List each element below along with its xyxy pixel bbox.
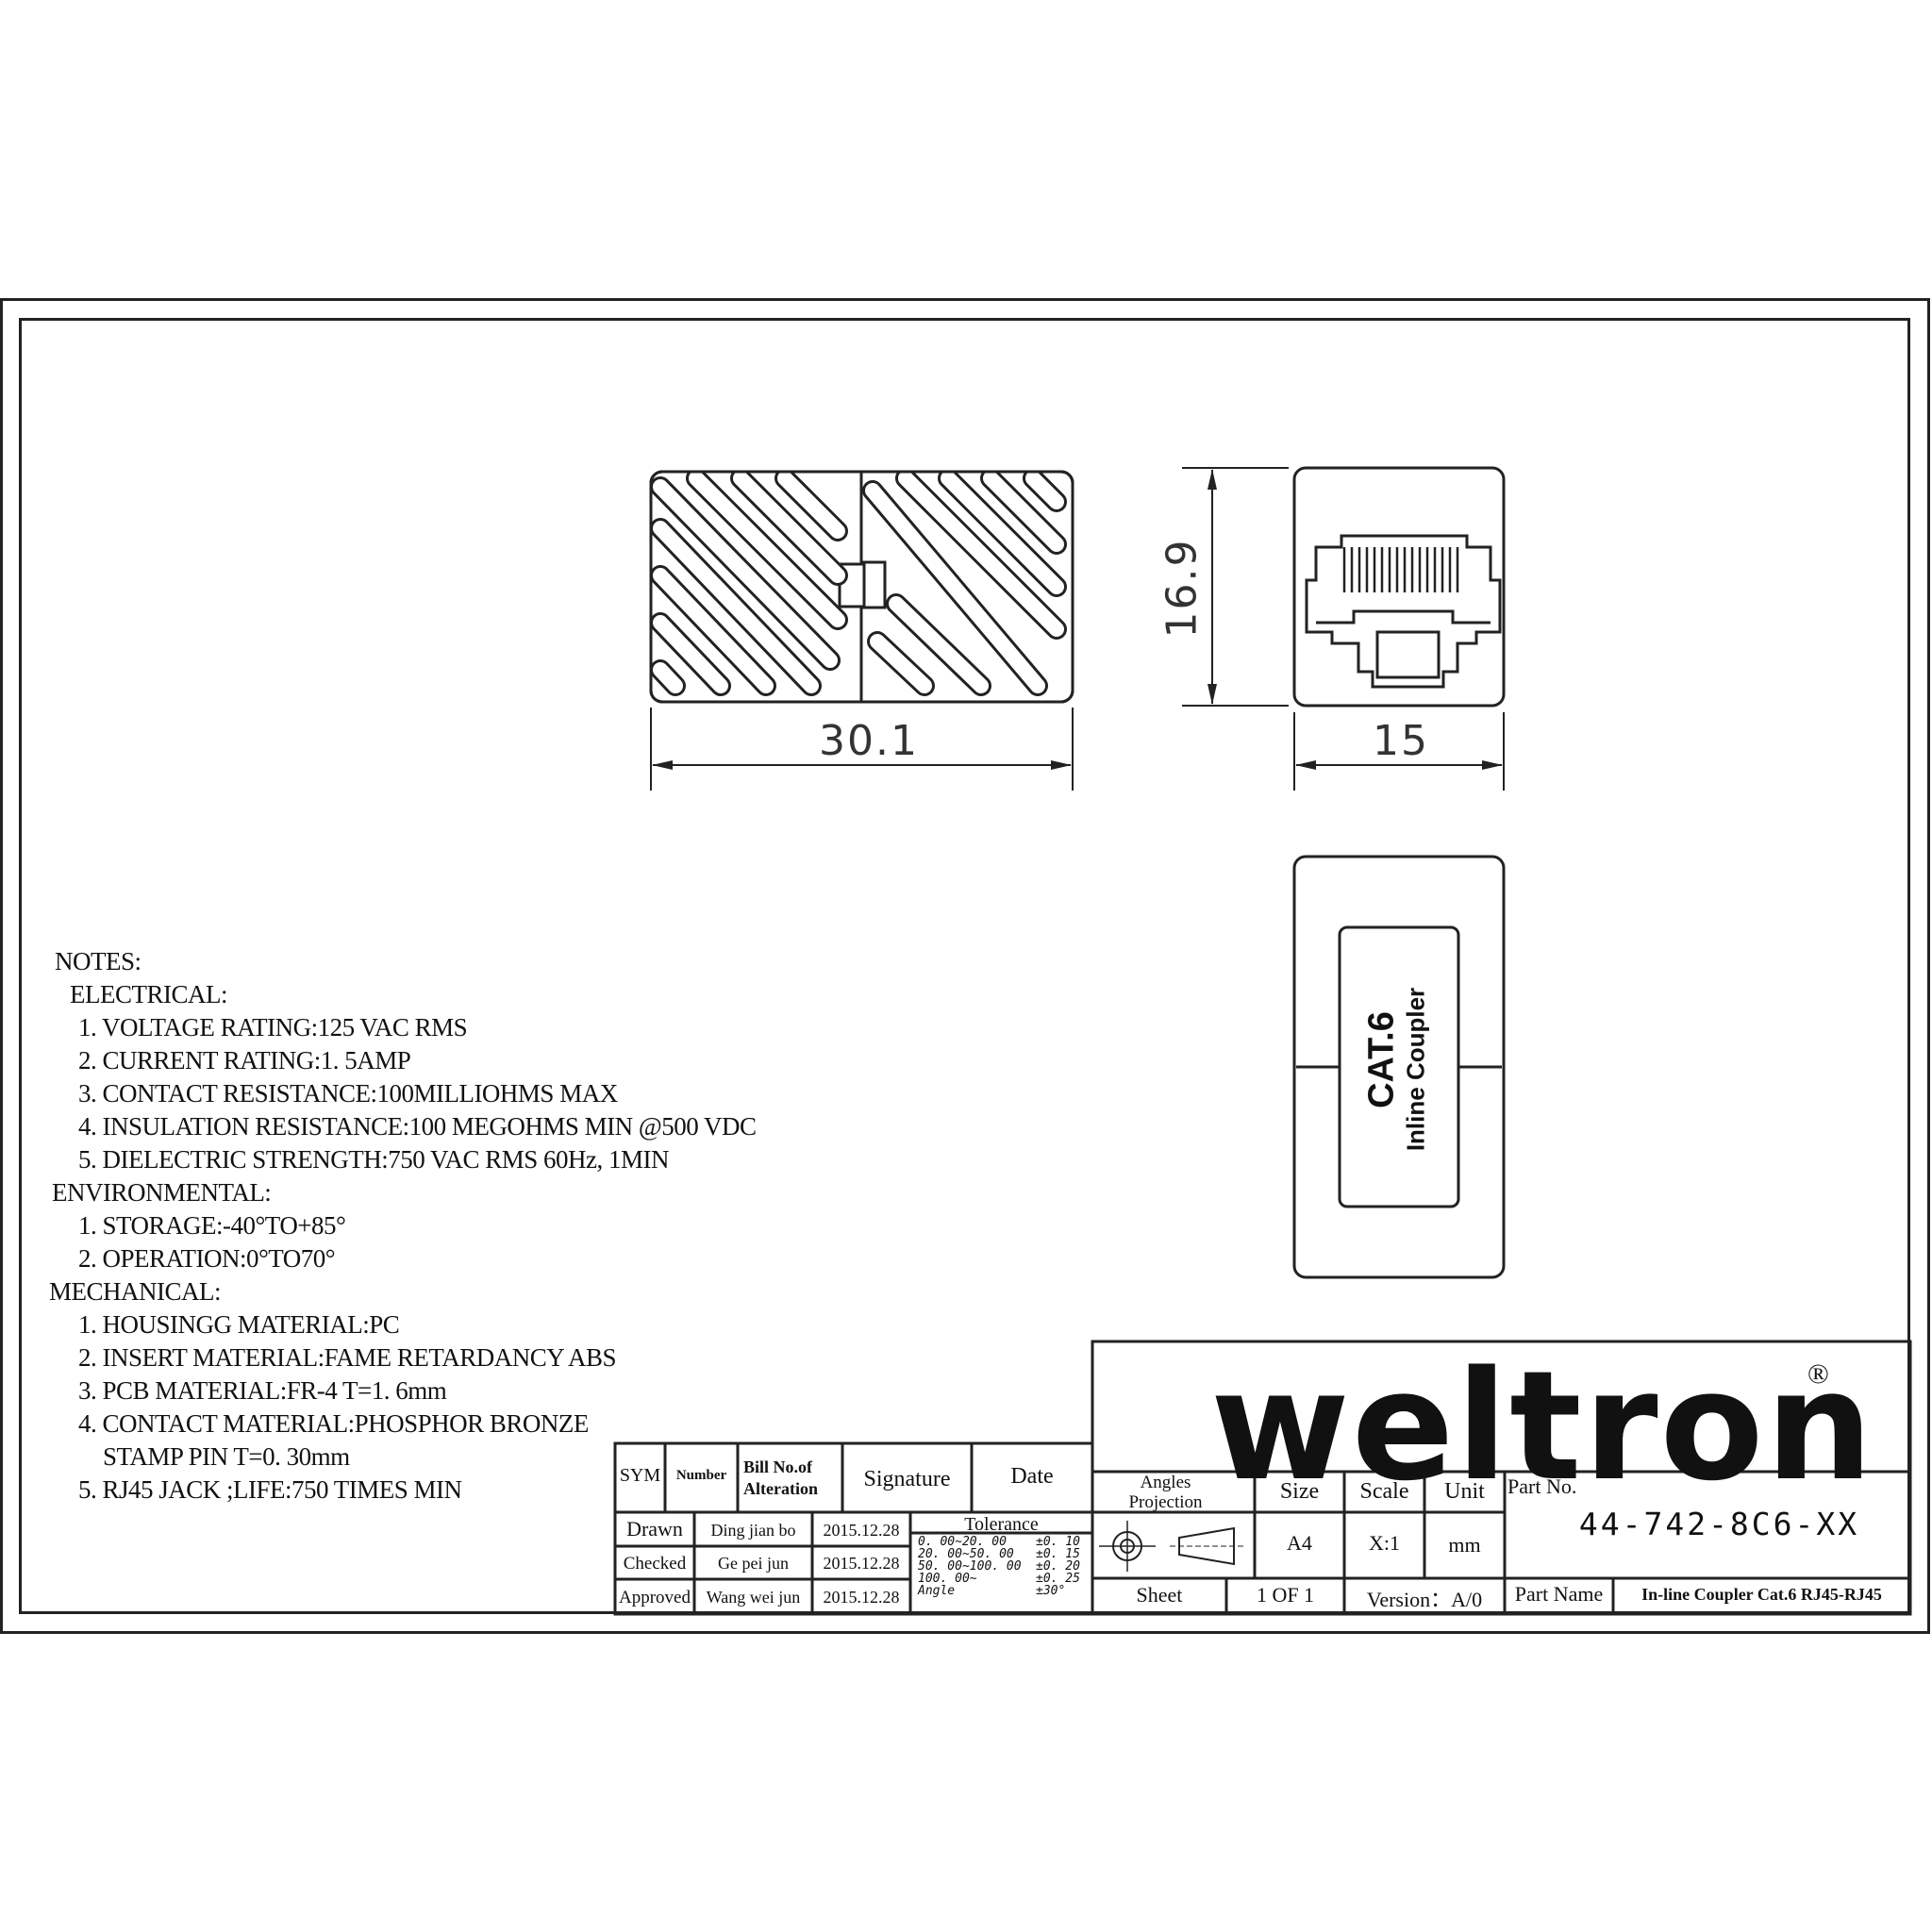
dimension-height-label: 16.9 — [1158, 538, 1207, 639]
dimension-length-label: 30.1 — [819, 717, 919, 765]
date-header: Date — [1010, 1464, 1054, 1489]
size-value: A4 — [1287, 1531, 1312, 1555]
bill-header-2: Alteration — [743, 1479, 818, 1498]
number-header: Number — [675, 1468, 727, 1483]
part-name-label: Part Name — [1514, 1582, 1604, 1606]
side-view — [649, 470, 1074, 704]
front-view — [1292, 466, 1506, 708]
top-view — [1292, 855, 1506, 1279]
drawing-border-outer — [0, 298, 1930, 1634]
environmental-title: ENVIRONMENTAL: — [52, 1178, 272, 1207]
notes-block: NOTES: ELECTRICAL: 1. VOLTAGE RATING:125… — [49, 945, 757, 1507]
tolerance-value-0: ±0. 10 — [1036, 1535, 1080, 1549]
inline-coupler-label: Inline Coupler — [1401, 987, 1430, 1152]
checked-date: 2015.12.28 — [823, 1554, 900, 1573]
version-label: Version：A/0 — [1366, 1588, 1483, 1611]
dimension-height — [1182, 467, 1289, 707]
approved-date: 2015.12.28 — [823, 1588, 900, 1607]
note-item: 4. INSULATION RESISTANCE:100 MEGOHMS MIN… — [78, 1112, 757, 1141]
dimension-length — [650, 708, 1074, 791]
registered-mark: ® — [1807, 1358, 1829, 1390]
tolerance-range-0: 0. 00~20. 00 — [918, 1535, 1007, 1549]
unit-value: mm — [1448, 1533, 1481, 1557]
tolerance-range-3: 100. 00~ — [918, 1572, 977, 1586]
sheet-label: Sheet — [1136, 1583, 1183, 1607]
notes-title: NOTES: — [55, 947, 142, 975]
note-item: 4. CONTACT MATERIAL:PHOSPHOR BRONZE — [78, 1409, 589, 1438]
note-item: 3. CONTACT RESISTANCE:100MILLIOHMS MAX — [78, 1079, 618, 1108]
drawn-name: Ding jian bo — [710, 1521, 796, 1540]
tolerance-value-2: ±0. 20 — [1036, 1559, 1080, 1574]
sheet-value: 1 OF 1 — [1256, 1583, 1315, 1607]
mechanical-title: MECHANICAL: — [49, 1277, 221, 1306]
note-item: 1. HOUSINGG MATERIAL:PC — [78, 1310, 400, 1339]
angles-label-2: Projection — [1128, 1492, 1203, 1512]
scale-value: X:1 — [1369, 1531, 1400, 1555]
title-block — [613, 1340, 1912, 1616]
note-item: 5. RJ45 JACK ;LIFE:750 TIMES MIN — [78, 1475, 462, 1504]
note-item: 5. DIELECTRIC STRENGTH:750 VAC RMS 60Hz,… — [78, 1145, 670, 1174]
grip-ridges-right — [862, 472, 1067, 696]
note-item: 1. STORAGE:-40°TO+85° — [78, 1211, 346, 1240]
tolerance-range-1: 20. 00~50. 00 — [918, 1547, 1014, 1561]
electrical-title: ELECTRICAL: — [70, 980, 227, 1008]
note-item: 2. OPERATION:0°TO70° — [78, 1244, 336, 1273]
angles-label-1: Angles — [1140, 1473, 1191, 1492]
part-no-label: Part No. — [1507, 1474, 1577, 1498]
weltron-logo: weltron — [1210, 1338, 1875, 1514]
bill-header-1: Bill No.of — [743, 1457, 813, 1476]
drawn-label: Drawn — [626, 1517, 683, 1541]
tolerance-range-4: Angle — [918, 1584, 956, 1598]
dimension-width-label: 15 — [1373, 717, 1429, 765]
tolerance-value-4: ±30° — [1036, 1584, 1066, 1598]
note-item: 1. VOLTAGE RATING:125 VAC RMS — [78, 1013, 468, 1041]
size-label: Size — [1279, 1479, 1320, 1504]
note-item: 2. CURRENT RATING:1. 5AMP — [78, 1046, 411, 1074]
note-item: 2. INSERT MATERIAL:FAME RETARDANCY ABS — [78, 1343, 617, 1372]
part-no-value: 44-742-8C6-XX — [1578, 1506, 1860, 1542]
note-item: STAMP PIN T=0. 30mm — [103, 1442, 350, 1471]
signature-header: Signature — [863, 1467, 951, 1491]
dimension-width — [1293, 712, 1505, 791]
tolerance-range-2: 50. 00~100. 00 — [918, 1559, 1022, 1574]
unit-label: Unit — [1444, 1479, 1485, 1504]
checked-label: Checked — [623, 1554, 687, 1574]
tolerance-title: Tolerance — [964, 1514, 1039, 1535]
tolerance-value-3: ±0. 25 — [1036, 1572, 1080, 1586]
part-name-value: In-line Coupler Cat.6 RJ45-RJ45 — [1641, 1585, 1882, 1604]
note-item: 3. PCB MATERIAL:FR-4 T=1. 6mm — [78, 1376, 447, 1405]
cat6-label: CAT.6 — [1361, 1011, 1402, 1108]
grip-ridges-left — [651, 472, 848, 696]
approved-name: Wang wei jun — [706, 1588, 801, 1607]
approved-label: Approved — [619, 1588, 691, 1607]
tolerance-value-1: ±0. 15 — [1036, 1547, 1080, 1561]
checked-name: Ge pei jun — [718, 1554, 789, 1573]
scale-label: Scale — [1359, 1479, 1409, 1504]
drawn-date: 2015.12.28 — [823, 1521, 900, 1540]
sym-header: SYM — [619, 1465, 661, 1486]
